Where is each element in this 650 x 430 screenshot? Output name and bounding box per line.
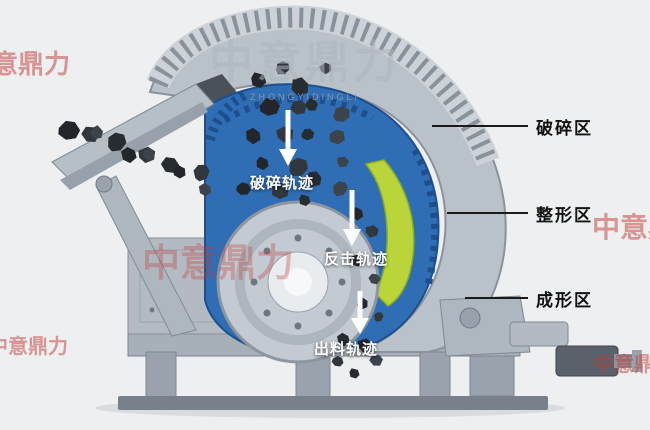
zone-label-shaping: 整形区 (536, 205, 593, 225)
chamber-ribs (205, 89, 439, 286)
label-impact-trajectory: 反击轨迹 (324, 251, 389, 268)
hydraulic-unit (439, 295, 642, 397)
support-frame (95, 175, 197, 337)
arrow-down-icon (351, 291, 369, 334)
shaping-liner-green (364, 159, 415, 307)
rock (348, 368, 361, 379)
zone-label-forming: 成形区 (536, 290, 593, 310)
zone-row-crushing: 破碎区 (432, 116, 593, 138)
pivot (95, 175, 113, 193)
leader-line (447, 212, 528, 214)
rotor (216, 200, 380, 364)
flow-arrows (279, 110, 369, 334)
zone-label-crushing: 破碎区 (536, 118, 593, 138)
label-discharge-trajectory: 出料轨迹 (314, 341, 379, 358)
feed-chute (51, 83, 215, 190)
label-crushing-trajectory: 破碎轨迹 (250, 175, 315, 192)
leader-line (465, 297, 528, 299)
arrow-down-icon (279, 110, 297, 166)
zone-row-shaping: 整形区 (447, 203, 593, 225)
arrow-down-icon (343, 190, 361, 246)
leader-line (432, 125, 528, 127)
rock (55, 118, 82, 144)
zone-row-forming: 成形区 (465, 288, 593, 310)
crown-fins (146, 5, 500, 167)
hydraulic-cylinder (555, 345, 619, 377)
